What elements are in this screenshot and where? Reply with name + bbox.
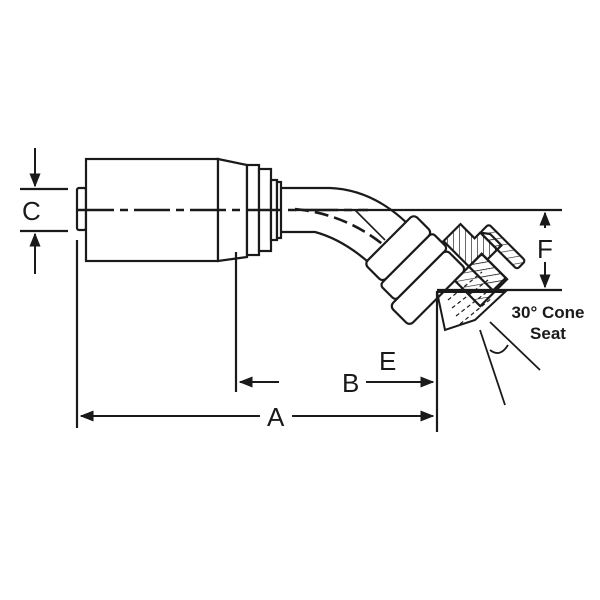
extension-lines xyxy=(20,187,562,432)
cone-seat-note-line2: Seat xyxy=(530,324,566,343)
dimension-arrows xyxy=(29,148,551,422)
cone-seat-note: 30° Cone Seat xyxy=(503,302,593,344)
cone-seat-face xyxy=(435,291,508,332)
dimension-label-b: B xyxy=(339,370,363,396)
dimension-label-f: F xyxy=(534,236,556,262)
dimension-label-e: E xyxy=(379,346,397,376)
cone-seat-note-line1: 30° Cone xyxy=(511,303,585,322)
dimension-label-a: A xyxy=(264,404,288,430)
cone-angle-lines xyxy=(479,321,541,406)
swivel-nut xyxy=(365,215,526,325)
dimension-label-c: C xyxy=(19,198,44,224)
